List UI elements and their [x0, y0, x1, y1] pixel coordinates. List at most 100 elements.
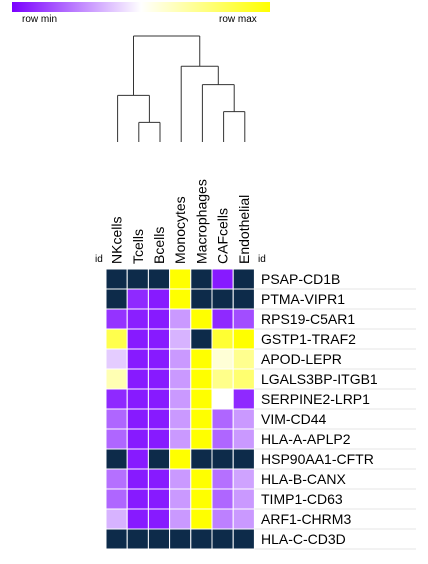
- legend-max-label: row max: [219, 14, 257, 25]
- heatmap-cell: [232, 348, 255, 370]
- heatmap-cell: [169, 448, 192, 470]
- heatmap-cell: [126, 528, 149, 550]
- column-label: Endothelial: [236, 195, 252, 264]
- heatmap-cell: [169, 468, 192, 490]
- legend-colorbar: [12, 2, 270, 12]
- heatmap-cell: [105, 328, 128, 350]
- heatmap-cell: [147, 268, 171, 290]
- heatmap-cell: [232, 268, 255, 290]
- row-label: TIMP1-CD63: [261, 491, 343, 507]
- heatmap-cell: [169, 348, 192, 370]
- heatmap-cell: [126, 488, 149, 510]
- id-label-right: id: [258, 254, 266, 265]
- heatmap-cell: [147, 388, 171, 410]
- heatmap-cell: [126, 448, 149, 470]
- heatmap-cell: [169, 268, 192, 290]
- heatmap-cell: [232, 448, 255, 470]
- heatmap-cell: [147, 408, 171, 430]
- heatmap-cell: [105, 388, 128, 410]
- heatmap-cell: [211, 368, 234, 390]
- heatmap-cell: [190, 288, 213, 310]
- heatmap-cell: [105, 528, 128, 550]
- column-label: CAFcells: [215, 208, 231, 264]
- column-label: Monocytes: [172, 196, 188, 264]
- row-label: APOD-LEPR: [261, 351, 342, 367]
- row-label: ARF1-CHRM3: [261, 511, 351, 527]
- heatmap-cell: [105, 408, 128, 430]
- heatmap-cell: [211, 428, 234, 450]
- heatmap-cell: [211, 508, 234, 530]
- heatmap-cell: [169, 308, 192, 330]
- heatmap-cell: [126, 508, 149, 530]
- row-label: HLA-C-CD3D: [261, 531, 346, 547]
- row-label: HLA-A-APLP2: [261, 431, 351, 447]
- heatmap-cell: [169, 508, 192, 530]
- heatmap-cell: [126, 328, 149, 350]
- heatmap-cell: [169, 488, 192, 510]
- heatmap-cells: [105, 268, 255, 550]
- heatmap-cell: [232, 468, 255, 490]
- row-label: VIM-CD44: [261, 411, 327, 427]
- heatmap-cell: [232, 408, 255, 430]
- heatmap-cell: [190, 348, 213, 370]
- column-dendrogram: [117, 35, 246, 142]
- legend-min-label: row min: [22, 14, 58, 25]
- heatmap-cell: [211, 308, 234, 330]
- heatmap-cell: [169, 408, 192, 430]
- id-label-left: id: [95, 254, 103, 265]
- row-label: RPS19-C5AR1: [261, 311, 355, 327]
- heatmap-cell: [190, 408, 213, 430]
- row-label: LGALS3BP-ITGB1: [261, 371, 378, 387]
- heatmap-cell: [211, 528, 234, 550]
- column-label: NKcells: [109, 217, 125, 264]
- heatmap-cell: [105, 288, 128, 310]
- heatmap-cell: [126, 268, 149, 290]
- heatmap-cell: [126, 388, 149, 410]
- heatmap-cell: [190, 468, 213, 490]
- heatmap-cell: [232, 388, 255, 410]
- heatmap-cell: [147, 308, 171, 330]
- heatmap-cell: [147, 468, 171, 490]
- heatmap-cell: [105, 468, 128, 490]
- row-label: SERPINE2-LRP1: [261, 391, 370, 407]
- heatmap-cell: [126, 428, 149, 450]
- heatmap-cell: [169, 328, 192, 350]
- heatmap-cell: [190, 268, 213, 290]
- row-label: PTMA-VIPR1: [261, 291, 345, 307]
- heatmap-cell: [232, 308, 255, 330]
- heatmap-cell: [190, 528, 213, 550]
- column-labels: NKcells Tcells Bcells Monocytes Macrophages C…: [109, 179, 252, 264]
- heatmap-cell: [232, 288, 255, 310]
- heatmap-cell: [211, 268, 234, 290]
- heatmap-cell: [232, 528, 255, 550]
- heatmap-cell: [126, 288, 149, 310]
- heatmap-cell: [169, 528, 192, 550]
- heatmap-cell: [105, 368, 128, 390]
- column-label: Bcells: [151, 227, 167, 264]
- column-label: Macrophages: [193, 179, 209, 264]
- heatmap-cell: [147, 368, 171, 390]
- heatmap-cell: [147, 448, 171, 470]
- heatmap-cell: [232, 488, 255, 510]
- heatmap-cell: [105, 508, 128, 530]
- heatmap-cell: [190, 388, 213, 410]
- row-label: PSAP-CD1B: [261, 271, 340, 287]
- heatmap-cell: [105, 348, 128, 370]
- heatmap-cell: [190, 508, 213, 530]
- heatmap-cell: [211, 468, 234, 490]
- heatmap-cell: [190, 488, 213, 510]
- heatmap-cell: [190, 448, 213, 470]
- heatmap-cell: [105, 308, 128, 330]
- heatmap-cell: [126, 348, 149, 370]
- column-label: Tcells: [130, 229, 146, 264]
- heatmap-cell: [190, 428, 213, 450]
- row-label: GSTP1-TRAF2: [261, 331, 356, 347]
- heatmap-cell: [126, 468, 149, 490]
- heatmap-cell: [169, 368, 192, 390]
- heatmap-cell: [147, 328, 171, 350]
- heatmap-cell: [147, 428, 171, 450]
- heatmap-cell: [190, 308, 213, 330]
- heatmap-cell: [105, 488, 128, 510]
- heatmap-cell: [147, 488, 171, 510]
